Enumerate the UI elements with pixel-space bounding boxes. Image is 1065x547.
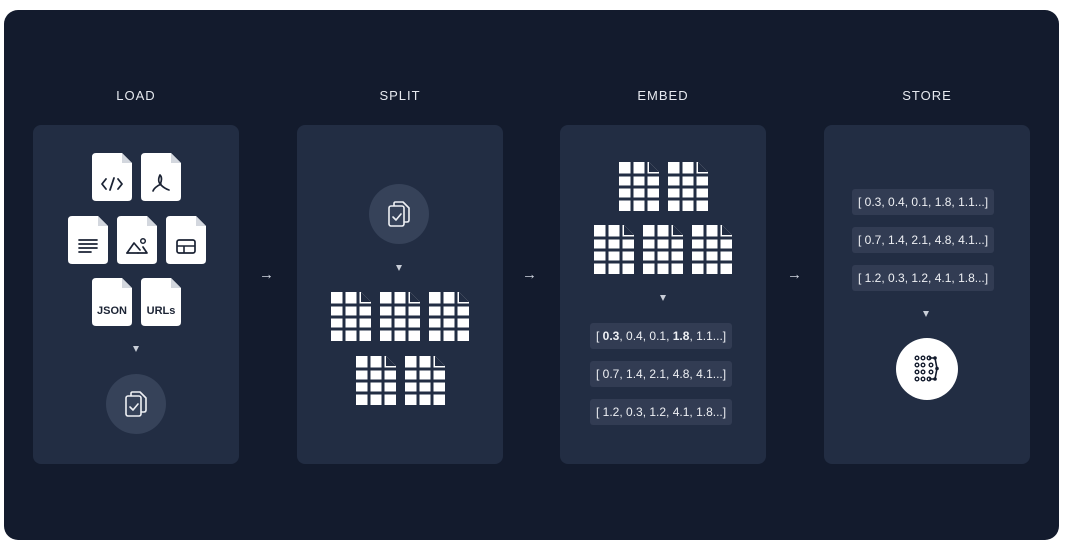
down-triangle-icon bbox=[660, 295, 666, 301]
chunk-grid-icon bbox=[380, 292, 420, 341]
chunk-grid-icon bbox=[356, 356, 396, 405]
stage-title-split: SPLIT bbox=[379, 88, 421, 103]
json-label: JSON bbox=[97, 305, 127, 317]
down-triangle-icon bbox=[923, 311, 929, 317]
down-triangle-icon bbox=[396, 265, 402, 271]
chunk-grid-icon bbox=[405, 356, 445, 405]
arrow-right-icon: → bbox=[787, 266, 802, 283]
stage-title-load: LOAD bbox=[116, 88, 156, 103]
stage-title-embed: EMBED bbox=[637, 88, 689, 103]
table-file-icon bbox=[166, 216, 206, 264]
documents-icon bbox=[369, 184, 429, 244]
stored-vector: [ 0.7, 1.4, 2.1, 4.8, 4.1...] bbox=[852, 227, 995, 253]
arrow-right-icon: → bbox=[522, 266, 537, 283]
vector-store-icon bbox=[896, 338, 958, 400]
chunk-grid-icon bbox=[692, 225, 732, 274]
chunk-grid-icon bbox=[619, 162, 659, 211]
stage-title-store: STORE bbox=[902, 88, 952, 103]
stored-vector: [ 0.3, 0.4, 0.1, 1.8, 1.1...] bbox=[852, 189, 995, 215]
chunk-grid-icon bbox=[668, 162, 708, 211]
chunk-grid-icon bbox=[643, 225, 683, 274]
down-triangle-icon bbox=[133, 346, 139, 352]
vector-value: 0.3 bbox=[602, 329, 620, 343]
image-file-icon bbox=[117, 216, 157, 264]
chunk-grid-icon bbox=[594, 225, 634, 274]
chunk-grid-icon bbox=[331, 292, 371, 341]
embedding-vector: [ 0.3, 0.4, 0.1, 1.8, 1.1...] bbox=[590, 323, 733, 349]
stored-vector: [ 1.2, 0.3, 1.2, 4.1, 1.8...] bbox=[852, 265, 995, 291]
arrow-right-icon: → bbox=[259, 266, 274, 283]
store-panel bbox=[824, 125, 1030, 464]
embedding-vector: [ 1.2, 0.3, 1.2, 4.1, 1.8...] bbox=[590, 399, 733, 425]
urls-file-icon: URLs bbox=[141, 278, 181, 326]
code-file-icon bbox=[92, 153, 132, 201]
json-file-icon: JSON bbox=[92, 278, 132, 326]
chunk-grid-icon bbox=[429, 292, 469, 341]
urls-label: URLs bbox=[146, 305, 176, 317]
pdf-file-icon bbox=[141, 153, 181, 201]
documents-icon bbox=[106, 374, 166, 434]
embedding-vector: [ 0.7, 1.4, 2.1, 4.8, 4.1...] bbox=[590, 361, 733, 387]
text-file-icon bbox=[68, 216, 108, 264]
